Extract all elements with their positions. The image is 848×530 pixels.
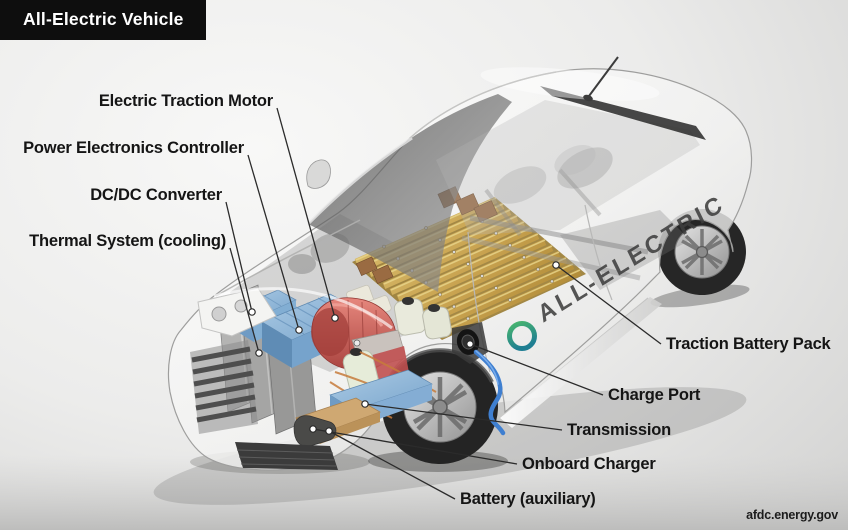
label-charge-port: Charge Port — [608, 386, 701, 404]
source-credit: afdc.energy.gov — [746, 508, 838, 522]
anchor-dot-thermal-system-cooling — [255, 349, 263, 357]
leader-line-power-electronics-controller — [247, 154, 300, 331]
label-dc-dc-converter: DC/DC Converter — [90, 186, 222, 204]
leader-line-traction-battery-pack — [555, 264, 662, 345]
charging-cable — [473, 349, 506, 436]
cabin-chassis — [436, 100, 700, 290]
side-mirror — [306, 159, 331, 189]
floor — [0, 455, 848, 530]
lower-grille-mesh — [235, 442, 338, 470]
leader-line-charge-port — [469, 343, 604, 396]
leader-line-transmission — [364, 403, 563, 431]
anchor-dot-power-electronics-controller — [295, 326, 303, 334]
traction-battery-pack-art — [346, 186, 586, 340]
headlight — [197, 287, 277, 337]
antenna — [583, 56, 619, 102]
anchor-dot-charge-port — [466, 340, 474, 348]
windshield-glass — [308, 94, 512, 292]
label-battery-auxiliary: Battery (auxiliary) — [460, 490, 596, 508]
anchor-dot-dc-dc-converter — [248, 308, 256, 316]
roof-details — [409, 67, 706, 140]
fender-highlight — [213, 287, 393, 330]
label-traction-battery-pack: Traction Battery Pack — [666, 335, 831, 353]
leader-line-electric-traction-motor — [276, 107, 336, 319]
a-pillar-highlight — [306, 136, 413, 226]
anchor-dot-battery-auxiliary — [325, 427, 333, 435]
anchor-dot-transmission — [361, 400, 369, 408]
leader-line-battery-auxiliary — [328, 430, 456, 500]
rocker-sill-highlight — [500, 297, 662, 428]
label-thermal-system-cooling: Thermal System (cooling) — [29, 232, 226, 250]
title-badge: All-Electric Vehicle — [0, 0, 206, 40]
hood-seam — [215, 219, 361, 297]
leader-line-thermal-system-cooling — [229, 247, 260, 354]
green-ring-logo — [507, 321, 537, 351]
anchor-dot-onboard-charger — [309, 425, 317, 433]
leader-lines — [225, 107, 662, 500]
anchor-dot-electric-traction-motor — [331, 314, 339, 322]
label-onboard-charger: Onboard Charger — [522, 455, 656, 473]
front-grille — [190, 340, 258, 434]
label-power-electronics-controller: Power Electronics Controller — [23, 139, 244, 157]
label-electric-traction-motor: Electric Traction Motor — [98, 92, 273, 110]
anchor-dot-traction-battery-pack — [552, 261, 560, 269]
chassis-far-side — [288, 147, 613, 274]
leader-line-dc-dc-converter — [225, 201, 253, 313]
leader-line-onboard-charger — [312, 428, 518, 465]
label-transmission: Transmission — [567, 421, 671, 439]
